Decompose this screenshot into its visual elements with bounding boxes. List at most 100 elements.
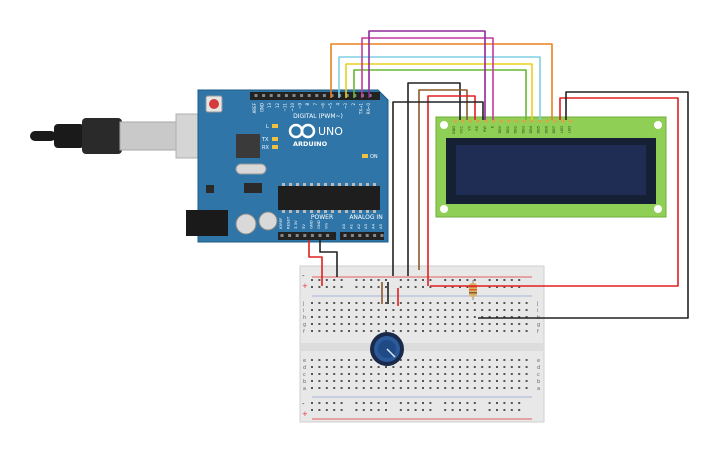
breadboard-hole[interactable] <box>333 402 336 404</box>
breadboard-hole[interactable] <box>451 359 454 361</box>
breadboard-hole[interactable] <box>429 387 432 389</box>
breadboard-hole[interactable] <box>414 302 417 304</box>
lcd-pin[interactable] <box>460 119 465 123</box>
breadboard-hole[interactable] <box>518 402 521 404</box>
breadboard-hole[interactable] <box>333 309 336 311</box>
breadboard-hole[interactable] <box>399 330 402 332</box>
breadboard-hole[interactable] <box>407 402 410 404</box>
breadboard-hole[interactable] <box>422 302 424 304</box>
breadboard-hole[interactable] <box>311 286 313 288</box>
breadboard-hole[interactable] <box>370 323 373 325</box>
breadboard-hole[interactable] <box>466 302 469 304</box>
breadboard-hole[interactable] <box>325 402 328 404</box>
breadboard-hole[interactable] <box>488 286 491 288</box>
breadboard-hole[interactable] <box>399 316 402 318</box>
breadboard-hole[interactable] <box>362 373 365 375</box>
breadboard-hole[interactable] <box>459 309 461 311</box>
breadboard-hole[interactable] <box>459 316 461 318</box>
breadboard-hole[interactable] <box>377 302 380 304</box>
breadboard-hole[interactable] <box>518 359 521 361</box>
breadboard-hole[interactable] <box>429 380 432 382</box>
breadboard-hole[interactable] <box>399 309 402 311</box>
breadboard-hole[interactable] <box>488 387 491 389</box>
breadboard-hole[interactable] <box>311 359 313 361</box>
breadboard-hole[interactable] <box>318 302 321 304</box>
breadboard-hole[interactable] <box>466 359 469 361</box>
breadboard-hole[interactable] <box>399 387 402 389</box>
breadboard-hole[interactable] <box>340 309 343 311</box>
breadboard-hole[interactable] <box>503 323 506 325</box>
breadboard-hole[interactable] <box>444 359 447 361</box>
breadboard-hole[interactable] <box>496 316 498 318</box>
breadboard-hole[interactable] <box>318 387 321 389</box>
breadboard-hole[interactable] <box>340 373 343 375</box>
breadboard-hole[interactable] <box>444 286 447 288</box>
breadboard-hole[interactable] <box>422 402 424 404</box>
lcd-pin[interactable] <box>468 119 473 123</box>
breadboard-hole[interactable] <box>318 373 321 375</box>
breadboard-hole[interactable] <box>496 387 498 389</box>
breadboard-hole[interactable] <box>318 316 321 318</box>
header-pin[interactable] <box>350 234 354 237</box>
breadboard-hole[interactable] <box>340 286 343 288</box>
breadboard-hole[interactable] <box>429 330 432 332</box>
lcd-pin[interactable] <box>507 119 511 123</box>
header-pin[interactable] <box>292 94 296 97</box>
breadboard-hole[interactable] <box>444 316 447 318</box>
breadboard-hole[interactable] <box>362 309 365 311</box>
breadboard-hole[interactable] <box>466 373 469 375</box>
breadboard-hole[interactable] <box>399 286 402 288</box>
breadboard-hole[interactable] <box>370 387 373 389</box>
breadboard-hole[interactable] <box>496 279 498 281</box>
header-pin[interactable] <box>326 234 330 237</box>
breadboard-hole[interactable] <box>451 373 454 375</box>
breadboard-hole[interactable] <box>444 387 447 389</box>
breadboard-hole[interactable] <box>510 323 513 325</box>
breadboard-hole[interactable] <box>414 309 417 311</box>
breadboard-hole[interactable] <box>311 279 313 281</box>
breadboard-hole[interactable] <box>503 373 506 375</box>
breadboard-hole[interactable] <box>377 279 380 281</box>
breadboard-hole[interactable] <box>414 279 417 281</box>
breadboard-hole[interactable] <box>407 366 410 368</box>
breadboard-hole[interactable] <box>362 330 365 332</box>
breadboard-hole[interactable] <box>325 330 328 332</box>
breadboard-hole[interactable] <box>429 323 432 325</box>
breadboard-hole[interactable] <box>340 316 343 318</box>
breadboard-hole[interactable] <box>503 387 506 389</box>
breadboard-hole[interactable] <box>355 279 358 281</box>
breadboard-hole[interactable] <box>311 387 313 389</box>
breadboard-hole[interactable] <box>399 402 402 404</box>
breadboard-hole[interactable] <box>407 409 410 411</box>
lcd-pin[interactable] <box>522 119 527 123</box>
breadboard-hole[interactable] <box>510 359 513 361</box>
breadboard-hole[interactable] <box>444 402 447 404</box>
breadboard-hole[interactable] <box>422 380 424 382</box>
breadboard-hole[interactable] <box>348 387 350 389</box>
breadboard-hole[interactable] <box>510 302 513 304</box>
breadboard-hole[interactable] <box>422 373 424 375</box>
breadboard-hole[interactable] <box>436 366 439 368</box>
breadboard-hole[interactable] <box>510 330 513 332</box>
breadboard-hole[interactable] <box>377 366 380 368</box>
breadboard-hole[interactable] <box>377 286 380 288</box>
breadboard-hole[interactable] <box>422 330 424 332</box>
header-pin[interactable] <box>295 234 299 237</box>
breadboard-hole[interactable] <box>385 380 387 382</box>
breadboard-hole[interactable] <box>429 373 432 375</box>
breadboard-hole[interactable] <box>348 330 350 332</box>
breadboard-hole[interactable] <box>385 316 387 318</box>
breadboard-hole[interactable] <box>325 387 328 389</box>
breadboard-hole[interactable] <box>370 359 373 361</box>
breadboard-hole[interactable] <box>444 323 447 325</box>
breadboard-hole[interactable] <box>370 402 373 404</box>
breadboard-hole[interactable] <box>407 309 410 311</box>
breadboard-hole[interactable] <box>348 366 350 368</box>
breadboard-hole[interactable] <box>385 302 387 304</box>
breadboard-hole[interactable] <box>444 380 447 382</box>
breadboard-hole[interactable] <box>429 402 432 404</box>
header-pin[interactable] <box>280 234 284 237</box>
breadboard-hole[interactable] <box>481 302 484 304</box>
breadboard-hole[interactable] <box>362 387 365 389</box>
breadboard-hole[interactable] <box>429 286 432 288</box>
